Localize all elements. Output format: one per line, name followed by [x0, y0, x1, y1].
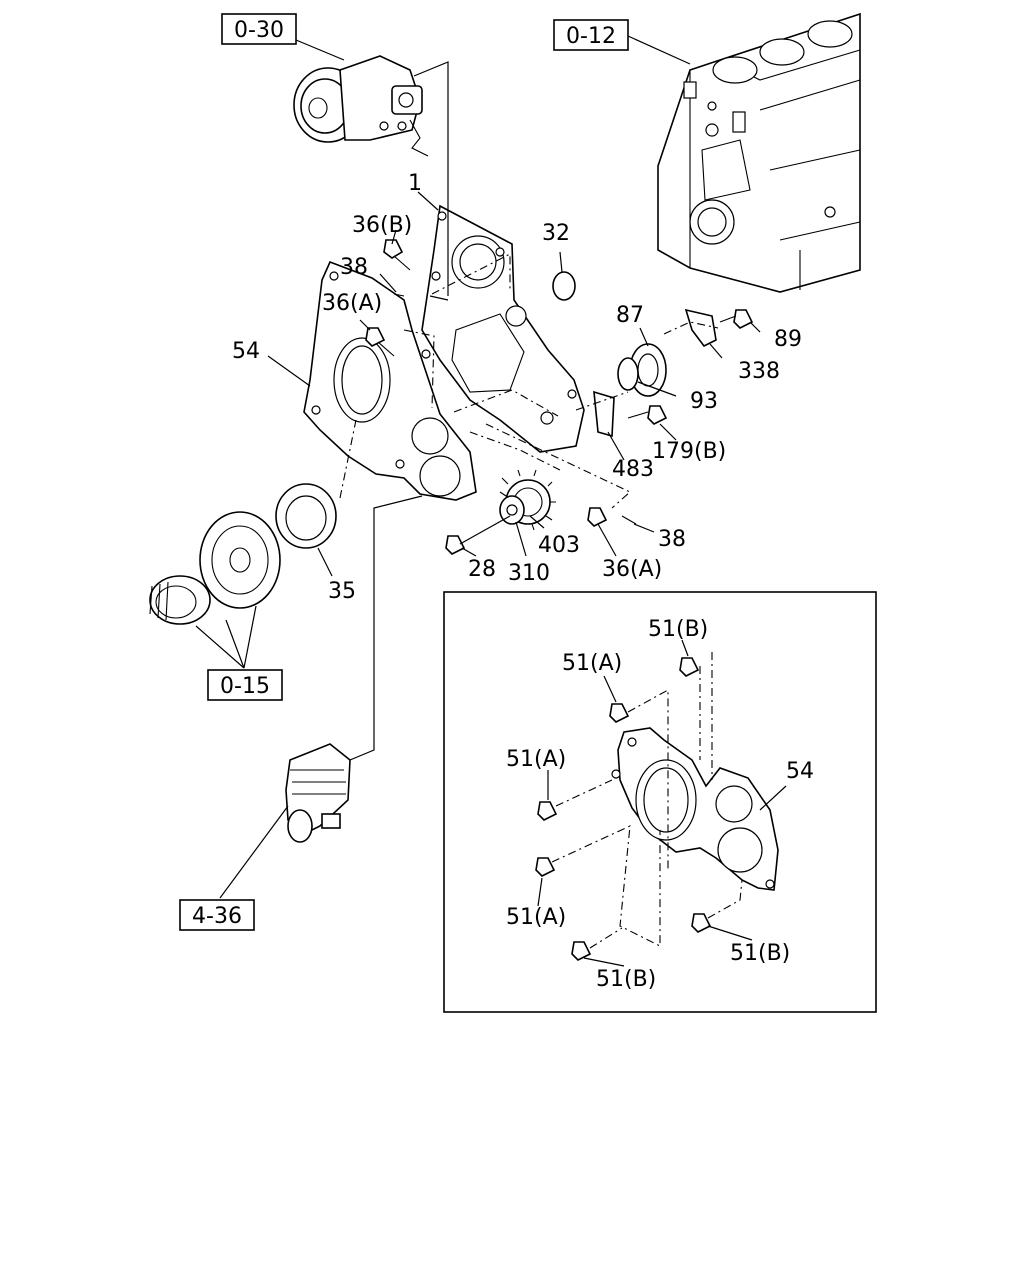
label-338: 338 [738, 359, 780, 384]
ref-0-15-text: 0-15 [220, 674, 270, 699]
ref-4-36-text: 4-36 [192, 904, 242, 929]
ref-box-4-36[interactable]: 4-36 [179, 899, 255, 931]
crank-pulley [149, 511, 281, 625]
label-1: 1 [408, 171, 422, 196]
label-36a-top: 36(A) [322, 291, 382, 316]
inset-label-51a-3: 51(A) [506, 905, 566, 930]
ref-box-0-30[interactable]: 0-30 [221, 13, 297, 45]
label-310: 310 [508, 561, 550, 586]
oil-seal [275, 483, 337, 549]
label-36b: 36(B) [352, 213, 412, 238]
label-403: 403 [538, 533, 580, 558]
part-labels: 1 36(B) 32 38 36(A) 54 87 89 338 93 179(… [232, 171, 802, 604]
inset-label-51b-right: 51(B) [730, 941, 790, 966]
ref-0-30-text: 0-30 [234, 18, 284, 43]
label-38-bottom: 38 [658, 527, 686, 552]
gear-403 [499, 469, 556, 531]
label-32: 32 [542, 221, 570, 246]
label-483: 483 [612, 457, 654, 482]
ref-0-12-text: 0-12 [566, 24, 616, 49]
ref-box-0-15[interactable]: 0-15 [207, 669, 283, 701]
label-36a-bottom: 36(A) [602, 557, 662, 582]
label-93: 93 [690, 389, 718, 414]
engine-block [657, 12, 861, 293]
inset-detail: 51(B) 51(A) 51(A) 54 51(A) 51(B) 51(B) [443, 591, 877, 1013]
inset-label-51a-1: 51(A) [562, 651, 622, 676]
timing-case [421, 204, 585, 453]
inset-label-51b-bottom: 51(B) [596, 967, 656, 992]
inset-label-51a-2: 51(A) [506, 747, 566, 772]
inset-label-51b-top: 51(B) [648, 617, 708, 642]
label-89: 89 [774, 327, 802, 352]
label-179b: 179(B) [652, 439, 726, 464]
label-35: 35 [328, 579, 356, 604]
water-pump [293, 55, 429, 157]
label-87: 87 [616, 303, 644, 328]
inset-label-54: 54 [786, 759, 814, 784]
front-plate [303, 260, 477, 501]
label-28: 28 [468, 557, 496, 582]
leader-lines [195, 35, 761, 899]
oil-pump-assembly [285, 743, 351, 843]
label-54: 54 [232, 339, 260, 364]
label-38-top: 38 [340, 255, 368, 280]
small-parts [365, 239, 754, 555]
ref-box-0-12[interactable]: 0-12 [553, 19, 629, 51]
